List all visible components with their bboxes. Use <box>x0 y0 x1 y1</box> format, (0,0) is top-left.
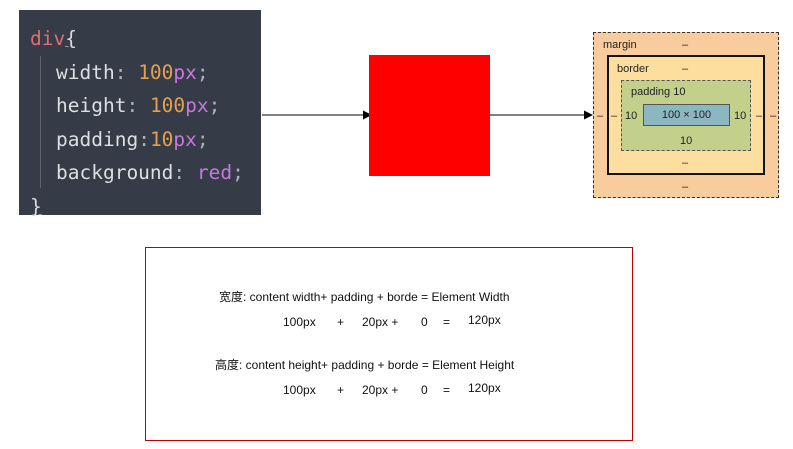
border-bottom-value: – <box>682 157 689 169</box>
property-unit: px <box>173 61 197 84</box>
border-top-value: – <box>682 63 689 75</box>
box-model-content: 100 × 100 <box>643 104 730 126</box>
code-line-width: width: 100px; <box>30 61 209 84</box>
height-formula: 高度: content height+ padding + borde = El… <box>215 358 515 372</box>
property-value: red <box>196 161 233 184</box>
property-name: padding <box>56 128 139 151</box>
property-unit: px <box>173 128 197 151</box>
width-value-padding: 20px + <box>362 315 399 329</box>
border-right-value: – <box>756 110 763 122</box>
height-value-border: 0 <box>421 383 428 397</box>
height-value-padding: 20px + <box>362 383 399 397</box>
red-box <box>369 55 490 176</box>
padding-bottom-value: 10 <box>680 135 693 147</box>
code-line-selector: div{ <box>30 27 77 50</box>
code-line-background: background: red; <box>30 161 244 184</box>
indent-guide <box>40 56 41 188</box>
code-panel: div{ width: 100px; height: 100px; paddin… <box>19 10 261 218</box>
separator: : <box>114 61 139 84</box>
border-left-value: – <box>611 110 618 122</box>
property-name: width <box>56 61 115 84</box>
arrowhead-1 <box>363 110 372 120</box>
property-name: background <box>56 161 174 184</box>
property-number: 100 <box>149 94 186 117</box>
width-value-result: 120px <box>468 313 501 327</box>
padding-left-value: 10 <box>625 110 638 122</box>
margin-right-value: – <box>770 110 777 122</box>
width-value-content: 100px <box>283 315 316 329</box>
semicolon: ; <box>232 161 244 184</box>
width-value-border: 0 <box>421 315 428 329</box>
code-line-height: height: 100px; <box>30 94 220 117</box>
margin-label: margin <box>603 39 637 51</box>
height-value-equals: = <box>443 383 451 397</box>
margin-left-value: – <box>597 110 604 122</box>
width-formula: 宽度: content width+ padding + borde = Ele… <box>219 290 510 304</box>
padding-right-value: 10 <box>734 110 747 122</box>
code-line-close: } <box>30 195 42 218</box>
padding-label: padding 10 <box>631 86 686 98</box>
margin-bottom-value: – <box>682 181 689 193</box>
open-brace: { <box>65 27 77 50</box>
margin-top-value: – <box>682 39 689 51</box>
width-value-equals: = <box>443 315 451 329</box>
semicolon: ; <box>196 61 209 84</box>
border-label: border <box>617 63 649 75</box>
height-value-result: 120px <box>468 381 501 395</box>
height-value-plus: + <box>337 383 345 397</box>
separator: : <box>173 161 197 184</box>
separator: : <box>138 128 150 151</box>
property-number: 10 <box>149 128 174 151</box>
arrowhead-2 <box>584 110 593 120</box>
formula-box <box>145 247 633 441</box>
height-value-content: 100px <box>283 383 316 397</box>
width-value-plus: + <box>337 315 345 329</box>
semicolon: ; <box>208 94 221 117</box>
semicolon: ; <box>196 128 209 151</box>
css-selector: div <box>30 27 66 50</box>
property-number: 100 <box>138 61 174 84</box>
separator: : <box>126 94 150 117</box>
property-name: height <box>56 94 127 117</box>
code-line-padding: padding:10px; <box>30 128 209 151</box>
close-brace: } <box>30 195 42 218</box>
property-unit: px <box>185 94 209 117</box>
